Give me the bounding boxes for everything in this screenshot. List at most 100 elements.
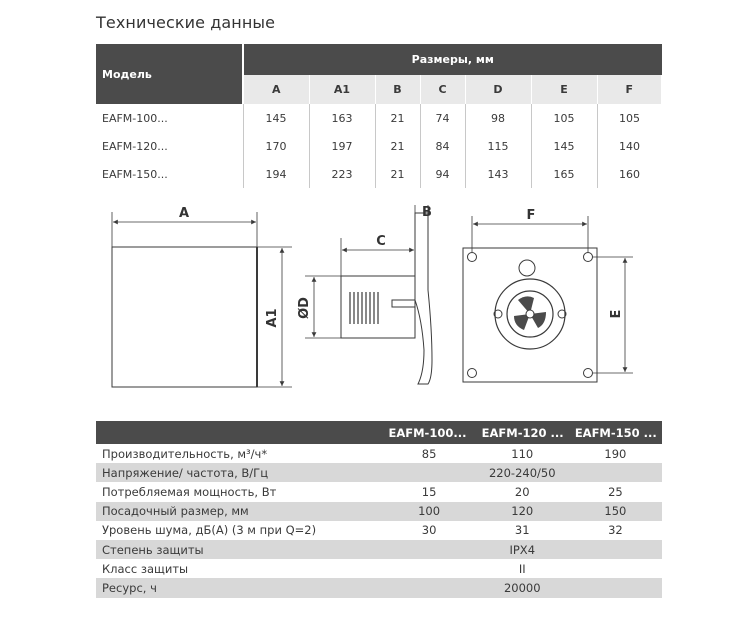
column-header: B — [375, 74, 421, 104]
table-cell: 21 — [375, 132, 421, 160]
back-view — [462, 216, 633, 383]
dimensions-table: Модель Размеры, мм A A1 B C D E F EAFM-1… — [96, 44, 662, 188]
table-row: EAFM-120... 170 197 21 84 115 145 140 — [96, 132, 662, 160]
mount-hole-icon — [467, 368, 477, 378]
table-row: EAFM-100... 145 163 21 74 98 105 105 — [96, 104, 662, 132]
table-cell: 31 — [514, 523, 530, 538]
table-row: Класс защиты II — [96, 559, 662, 578]
table-cell: 85 — [421, 446, 437, 461]
table-cell: 223 — [309, 160, 376, 188]
specs-empty-header — [96, 421, 383, 444]
impeller-hub — [525, 309, 535, 319]
table-cell: 98 — [465, 104, 532, 132]
duct-tab — [391, 299, 416, 308]
table-row: EAFM-150... 194 223 21 94 143 165 160 — [96, 160, 662, 188]
table-row: Потребляемая мощность, Вт 15 20 25 — [96, 482, 662, 501]
spec-label: Потребляемая мощность, Вт — [102, 484, 277, 499]
spec-label: Степень защиты — [96, 539, 383, 560]
table-cell: 120 — [475, 501, 569, 521]
dimension-d-label: ØD — [297, 297, 312, 319]
spec-label: Ресурс, ч — [96, 578, 383, 598]
duct-vents — [349, 292, 379, 324]
table-cell: 150 — [568, 501, 662, 521]
table-cell: 145 — [531, 132, 598, 160]
indicator-circle — [518, 259, 536, 277]
column-header: F — [597, 74, 662, 104]
table-cell: 190 — [604, 446, 627, 461]
table-cell: II — [518, 561, 526, 576]
spec-label: Напряжение/ частота, В/Гц — [96, 463, 383, 483]
table-cell: 145 — [243, 104, 310, 132]
table-cell: 94 — [420, 160, 466, 188]
table-cell: 140 — [597, 132, 662, 160]
table-cell: 32 — [608, 523, 623, 538]
spec-label: Класс защиты — [102, 561, 189, 576]
table-cell: 197 — [309, 132, 376, 160]
table-cell: 21 — [375, 104, 421, 132]
specs-table: EAFM-100... EAFM-120 ... EAFM-150 ... Пр… — [96, 421, 662, 598]
fan-outer-ring — [494, 278, 566, 350]
dimensions-group-header: Размеры, мм — [243, 44, 662, 75]
dimension-e-label: E — [609, 310, 624, 319]
table-cell: 170 — [243, 132, 310, 160]
spec-label: Производительность, м³/ч* — [102, 446, 268, 461]
column-header: A1 — [309, 74, 376, 104]
column-header: C — [420, 74, 466, 104]
table-cell: 115 — [465, 132, 532, 160]
dimension-a1-label: A1 — [265, 308, 280, 327]
front-view — [111, 212, 292, 388]
dimension-c-label: C — [376, 234, 386, 249]
table-cell: 21 — [375, 160, 421, 188]
table-cell: 100 — [382, 501, 476, 521]
front-panel-outline — [111, 246, 258, 388]
table-cell: 84 — [420, 132, 466, 160]
column-header: E — [531, 74, 598, 104]
table-cell: 74 — [420, 104, 466, 132]
dimension-b-label: B — [422, 205, 432, 220]
table-cell: 25 — [608, 484, 623, 499]
table-cell: 15 — [421, 484, 437, 499]
spec-label: Посадочный размер, мм — [96, 501, 383, 521]
side-view — [305, 205, 433, 385]
mount-hole-icon — [583, 368, 593, 378]
table-cell: 105 — [531, 104, 598, 132]
table-cell: 163 — [309, 104, 376, 132]
table-cell: 20000 — [382, 578, 662, 598]
impeller-blade — [514, 314, 530, 330]
model-cell: EAFM-100... — [96, 104, 244, 132]
table-row: Напряжение/ частота, В/Гц 220-240/50 — [96, 463, 662, 483]
table-row: Производительность, м³/ч* 85 110 190 — [96, 444, 662, 463]
column-header: EAFM-100... — [382, 421, 476, 444]
page-title: Технические данные — [96, 13, 276, 32]
table-row: Ресурс, ч 20000 — [96, 578, 662, 598]
table-cell: 160 — [619, 167, 640, 181]
fan-inner-ring — [506, 290, 554, 338]
column-header: EAFM-120 ... — [475, 421, 569, 444]
dimension-f-label: F — [527, 208, 536, 223]
column-header: A — [243, 74, 310, 104]
table-cell: 20 — [514, 484, 530, 499]
table-cell: 105 — [619, 111, 640, 125]
panel-profile — [414, 212, 433, 385]
table-cell: IPX4 — [382, 539, 662, 560]
column-header: D — [465, 74, 532, 104]
table-row: Уровень шума, дБ(А) (3 м при Q=2) 30 31 … — [96, 521, 662, 540]
table-row: Посадочный размер, мм 100 120 150 — [96, 501, 662, 521]
table-cell: 143 — [465, 160, 532, 188]
table-cell: 165 — [531, 160, 598, 188]
column-header: EAFM-150 ... — [568, 421, 662, 444]
dimension-a-label: A — [179, 206, 189, 221]
table-cell: 194 — [243, 160, 310, 188]
table-cell: 220-240/50 — [382, 463, 662, 483]
fan-tab-left — [493, 309, 503, 319]
table-cell: 30 — [421, 523, 437, 538]
model-cell: EAFM-150... — [96, 160, 244, 188]
mount-hole-icon — [467, 252, 477, 262]
table-cell: 110 — [511, 446, 534, 461]
spec-label: Уровень шума, дБ(А) (3 м при Q=2) — [102, 523, 317, 538]
model-column-header: Модель — [96, 44, 244, 104]
fan-tab-right — [557, 309, 567, 319]
model-cell: EAFM-120... — [96, 132, 244, 160]
table-row: Степень защиты IPX4 — [96, 539, 662, 560]
